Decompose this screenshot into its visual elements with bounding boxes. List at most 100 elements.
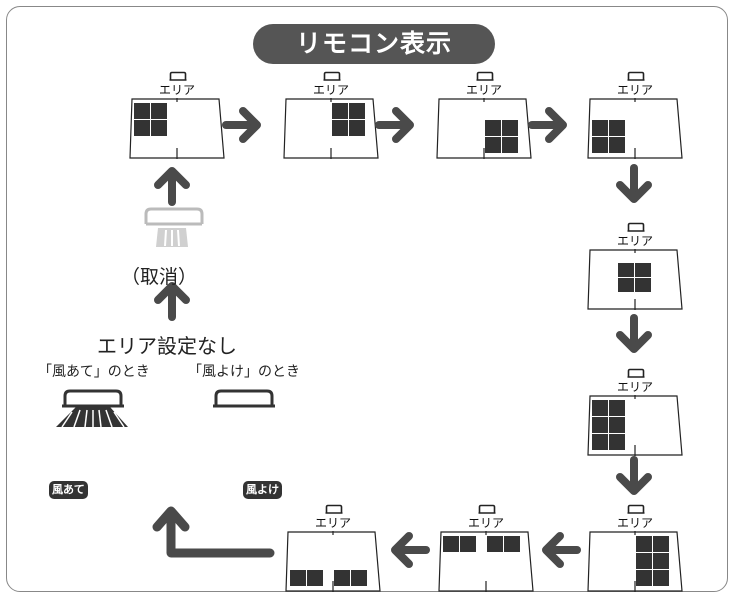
area-cell xyxy=(349,120,365,136)
unit-icon xyxy=(478,504,496,514)
arrow-down-1 xyxy=(620,168,648,199)
kaze-ate-unit-icon xyxy=(56,389,128,428)
area-cell xyxy=(609,137,625,153)
area-cell xyxy=(351,570,367,586)
remote-panel-6: エリア xyxy=(587,368,683,462)
area-cell xyxy=(334,570,350,586)
unit-icon xyxy=(627,71,645,81)
area-screen xyxy=(283,98,379,159)
area-cell xyxy=(609,400,625,416)
area-cell xyxy=(636,553,652,569)
area-cell xyxy=(460,536,476,552)
screen-outline xyxy=(438,531,534,592)
area-label: エリア xyxy=(616,234,653,248)
area-label: エリア xyxy=(616,380,653,394)
area-cell xyxy=(332,120,348,136)
area-cell xyxy=(636,570,652,586)
area-cell xyxy=(653,553,669,569)
area-cell xyxy=(609,434,625,450)
area-cell xyxy=(502,120,518,136)
area-screen xyxy=(587,249,683,310)
remote-panel-2: エリア xyxy=(283,71,379,165)
area-cell xyxy=(592,120,608,136)
remote-panel-8: エリア xyxy=(438,504,534,598)
screen-outline xyxy=(285,531,381,592)
area-screen xyxy=(438,531,534,592)
arrow-left-2 xyxy=(395,536,426,564)
area-cell xyxy=(653,536,669,552)
arrow-right-3 xyxy=(532,111,563,139)
area-cell xyxy=(609,120,625,136)
remote-panel-4: エリア xyxy=(587,71,683,165)
area-cell xyxy=(592,137,608,153)
remote-panel-7: エリア xyxy=(587,504,683,598)
area-screen xyxy=(436,98,532,159)
area-cell xyxy=(502,137,518,153)
area-cell xyxy=(618,278,634,292)
area-cell xyxy=(134,103,150,119)
faded-unit-icon xyxy=(144,207,204,247)
area-cell xyxy=(504,536,520,552)
remote-panel-9: エリア xyxy=(285,504,381,598)
arrow-left-1 xyxy=(546,536,577,564)
area-cell xyxy=(609,417,625,433)
area-cell xyxy=(134,120,150,136)
unit-icon xyxy=(476,71,494,81)
area-cell xyxy=(618,263,634,277)
unit-icon xyxy=(627,222,645,232)
remote-panel-3: エリア xyxy=(436,71,532,165)
screen-outline xyxy=(587,395,683,456)
area-label: エリア xyxy=(467,516,504,530)
area-label: エリア xyxy=(616,516,653,530)
area-cell xyxy=(653,570,669,586)
remote-panel-1: エリア xyxy=(129,71,225,165)
area-screen xyxy=(285,531,381,592)
screen-outline xyxy=(436,98,532,159)
unit-icon xyxy=(323,71,341,81)
arrow-right-2 xyxy=(379,111,410,139)
area-screen xyxy=(587,98,683,159)
area-cell xyxy=(635,278,651,292)
arrow-up-2 xyxy=(158,286,186,317)
area-screen xyxy=(587,395,683,456)
area-cell xyxy=(592,434,608,450)
area-cell xyxy=(349,103,365,119)
screen-outline xyxy=(587,531,683,592)
area-cell xyxy=(151,120,167,136)
arrow-return-elbow xyxy=(152,506,275,558)
arrow-down-3 xyxy=(620,460,648,491)
unit-icon xyxy=(325,504,343,514)
caption-kaze-ate: 「風あて」のとき xyxy=(38,364,150,380)
area-cell xyxy=(290,570,306,586)
caption-kaze-yoke: 「風よけ」のとき xyxy=(188,364,300,380)
badge-kaze-ate: 風あて xyxy=(49,481,88,499)
area-cell xyxy=(151,103,167,119)
remote-panel-5: エリア xyxy=(587,222,683,316)
screen-outline xyxy=(129,98,225,159)
arrow-right-1 xyxy=(226,111,257,139)
area-cell xyxy=(485,120,501,136)
cancel-label: （取消） xyxy=(121,266,198,288)
arrow-down-2 xyxy=(620,318,648,349)
no-area-label: エリア設定なし xyxy=(97,334,237,358)
area-cell xyxy=(635,263,651,277)
area-cell xyxy=(443,536,459,552)
area-cell xyxy=(592,400,608,416)
area-label: エリア xyxy=(314,516,351,530)
area-label: エリア xyxy=(158,83,195,97)
badge-kaze-yoke: 風よけ xyxy=(243,481,282,499)
kaze-yoke-unit-icon xyxy=(213,389,275,408)
area-label: エリア xyxy=(616,83,653,97)
unit-icon xyxy=(169,71,187,81)
title-banner: リモコン表示 xyxy=(253,24,495,64)
area-screen xyxy=(129,98,225,159)
area-cell xyxy=(307,570,323,586)
area-cell xyxy=(487,536,503,552)
arrow-up-1 xyxy=(158,171,186,202)
area-cell xyxy=(636,536,652,552)
area-screen xyxy=(587,531,683,592)
unit-icon xyxy=(627,368,645,378)
screen-outline xyxy=(283,98,379,159)
area-label: エリア xyxy=(465,83,502,97)
